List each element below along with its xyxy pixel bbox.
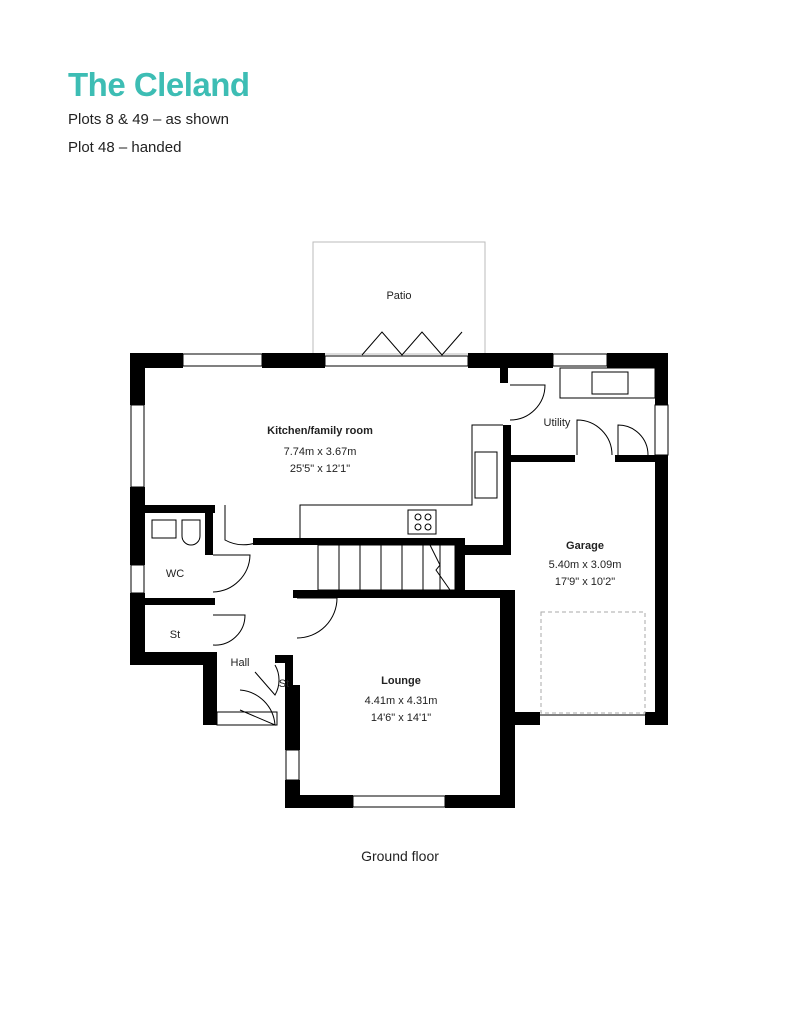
walls [130,353,668,808]
staircase[interactable] [317,544,456,591]
kitchen-label: Kitchen/family room [267,425,373,437]
lounge-metric: 4.41m x 4.31m [365,695,438,707]
lounge-imperial: 14'6" x 14'1" [371,712,431,724]
page-title: The Cleland [68,66,250,103]
patio-outline [312,241,486,355]
store-label-2: St [279,678,289,690]
garage-door[interactable] [540,611,646,714]
hall-label: Hall [231,657,250,669]
lounge-label: Lounge [381,675,421,687]
windows [130,353,608,808]
garage-imperial: 17'9" x 10'2" [555,576,615,588]
store-label: St [170,629,180,641]
utility-label: Utility [544,417,571,429]
plots-as-shown: Plots 8 & 49 – as shown [68,111,229,128]
garage-label: Garage [566,540,604,552]
patio-label: Patio [386,290,411,302]
bifold-door[interactable] [361,331,463,356]
wc-label: WC [166,568,184,580]
kitchen-metric: 7.74m x 3.67m [284,446,357,458]
doors[interactable] [212,384,669,726]
kitchen-counter [151,367,656,546]
floor-caption: Ground floor [361,848,439,864]
plots-handed: Plot 48 – handed [68,139,182,156]
kitchen-imperial: 25'5" x 12'1" [290,463,350,475]
garage-metric: 5.40m x 3.09m [549,559,622,571]
